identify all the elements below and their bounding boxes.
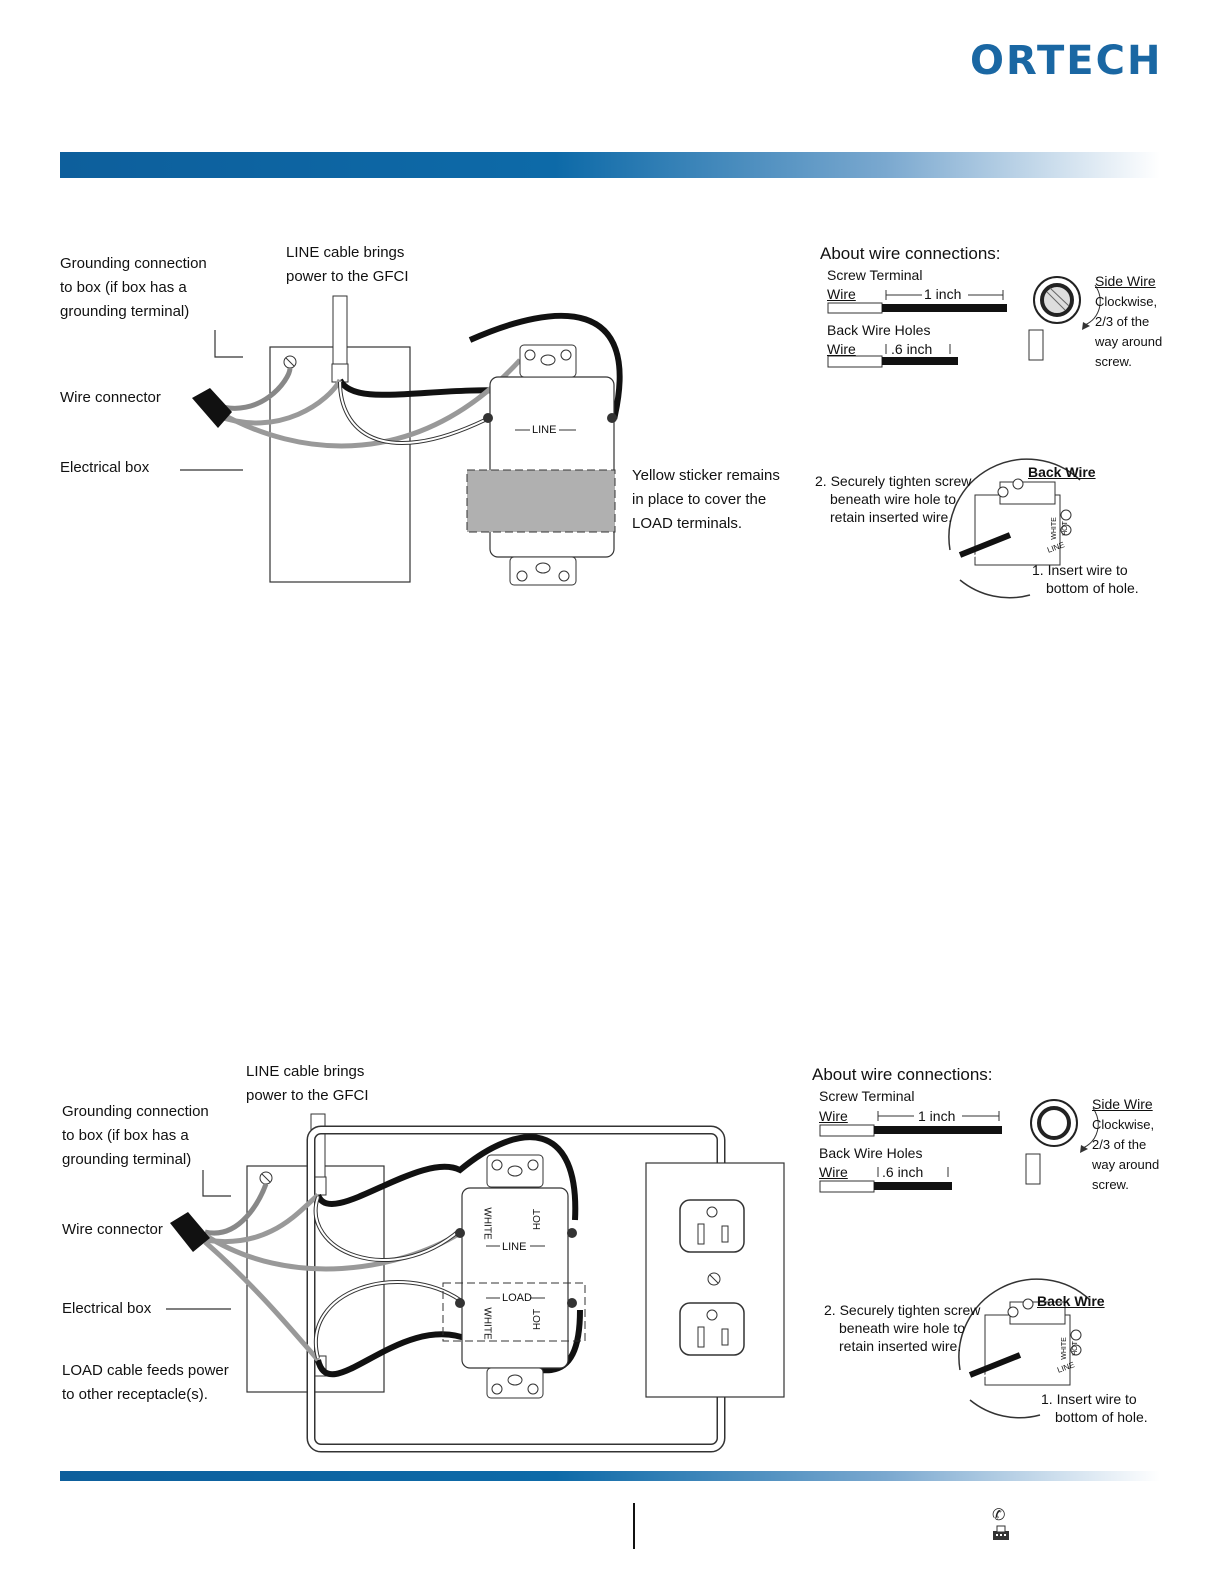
line-cable-label-2: LINE cable brings power to the GFCI (246, 1063, 369, 1104)
side-wire-desc-1: Clockwise, 2/3 of the way around screw. (1095, 294, 1163, 369)
one-inch-label-2: 1 inch (918, 1108, 956, 1124)
wire-label-1a: Wire (827, 286, 856, 302)
side-wire-label-2: Side Wire (1092, 1096, 1153, 1112)
electrical-box-label-1: Electrical box (60, 459, 150, 476)
grounding-label-1: Grounding connection to box (if box has … (60, 255, 207, 320)
electrical-box-label-2: Electrical box (62, 1300, 152, 1317)
ortech-logo: ORTECH (970, 38, 1163, 84)
footer-band (60, 1471, 1160, 1481)
wire-info-heading-1: About wire connections: (820, 244, 1001, 263)
fax-icon-shape (993, 1525, 1009, 1540)
wire-label-2a: Wire (819, 1108, 848, 1124)
back-wire-label-1: Back Wire (1028, 464, 1096, 480)
wire-info-heading-2: About wire connections: (812, 1065, 993, 1084)
six-tenth-inch-label-2: .6 inch (882, 1164, 924, 1180)
back-wire-holes-label-1: Back Wire Holes (827, 322, 931, 338)
screw-terminal-label-1: Screw Terminal (827, 267, 923, 283)
wire-connector-label-1: Wire connector (60, 389, 161, 406)
tiny-white-2: WHITE (1060, 1337, 1068, 1360)
grounding-label-2: Grounding connection to box (if box has … (62, 1103, 209, 1168)
wire-label-2b: Wire (819, 1164, 848, 1180)
step1-label-2: 1. Insert wire to bottom of hole. (1041, 1391, 1148, 1425)
six-tenth-inch-label-1: .6 inch (891, 341, 933, 357)
line-tag-1: LINE (532, 424, 557, 436)
wire-connector-label-2: Wire connector (62, 1221, 163, 1238)
side-wire-desc-2: Clockwise, 2/3 of the way around screw. (1092, 1117, 1160, 1192)
one-inch-label-1: 1 inch (924, 286, 962, 302)
side-wire-label-1: Side Wire (1095, 273, 1156, 289)
step2-label-1: 2. Securely tighten screw beneath wire h… (815, 473, 972, 525)
footer-divider (633, 1503, 635, 1549)
back-wire-holes-label-2: Back Wire Holes (819, 1145, 923, 1161)
step2-label-2: 2. Securely tighten screw beneath wire h… (824, 1302, 981, 1354)
wire-label-1b: Wire (827, 341, 856, 357)
line-cable-label-1: LINE cable brings power to the GFCI (286, 244, 409, 285)
phone-icon: ✆ (992, 1505, 1006, 1524)
header-band (60, 152, 1160, 178)
fax-icon (992, 1525, 1010, 1545)
load-tag-2: LOAD (502, 1292, 532, 1304)
step1-label-1: 1. Insert wire to bottom of hole. (1032, 562, 1139, 596)
load-cable-label-2: LOAD cable feeds power to other receptac… (62, 1362, 229, 1403)
screw-terminal-label-2: Screw Terminal (819, 1088, 915, 1104)
back-wire-label-2: Back Wire (1037, 1293, 1105, 1309)
tiny-hot-2: HOT (1071, 1341, 1079, 1356)
sticker-label-1: Yellow sticker remains in place to cover… (632, 467, 780, 532)
line-tag-2: LINE (502, 1241, 527, 1253)
